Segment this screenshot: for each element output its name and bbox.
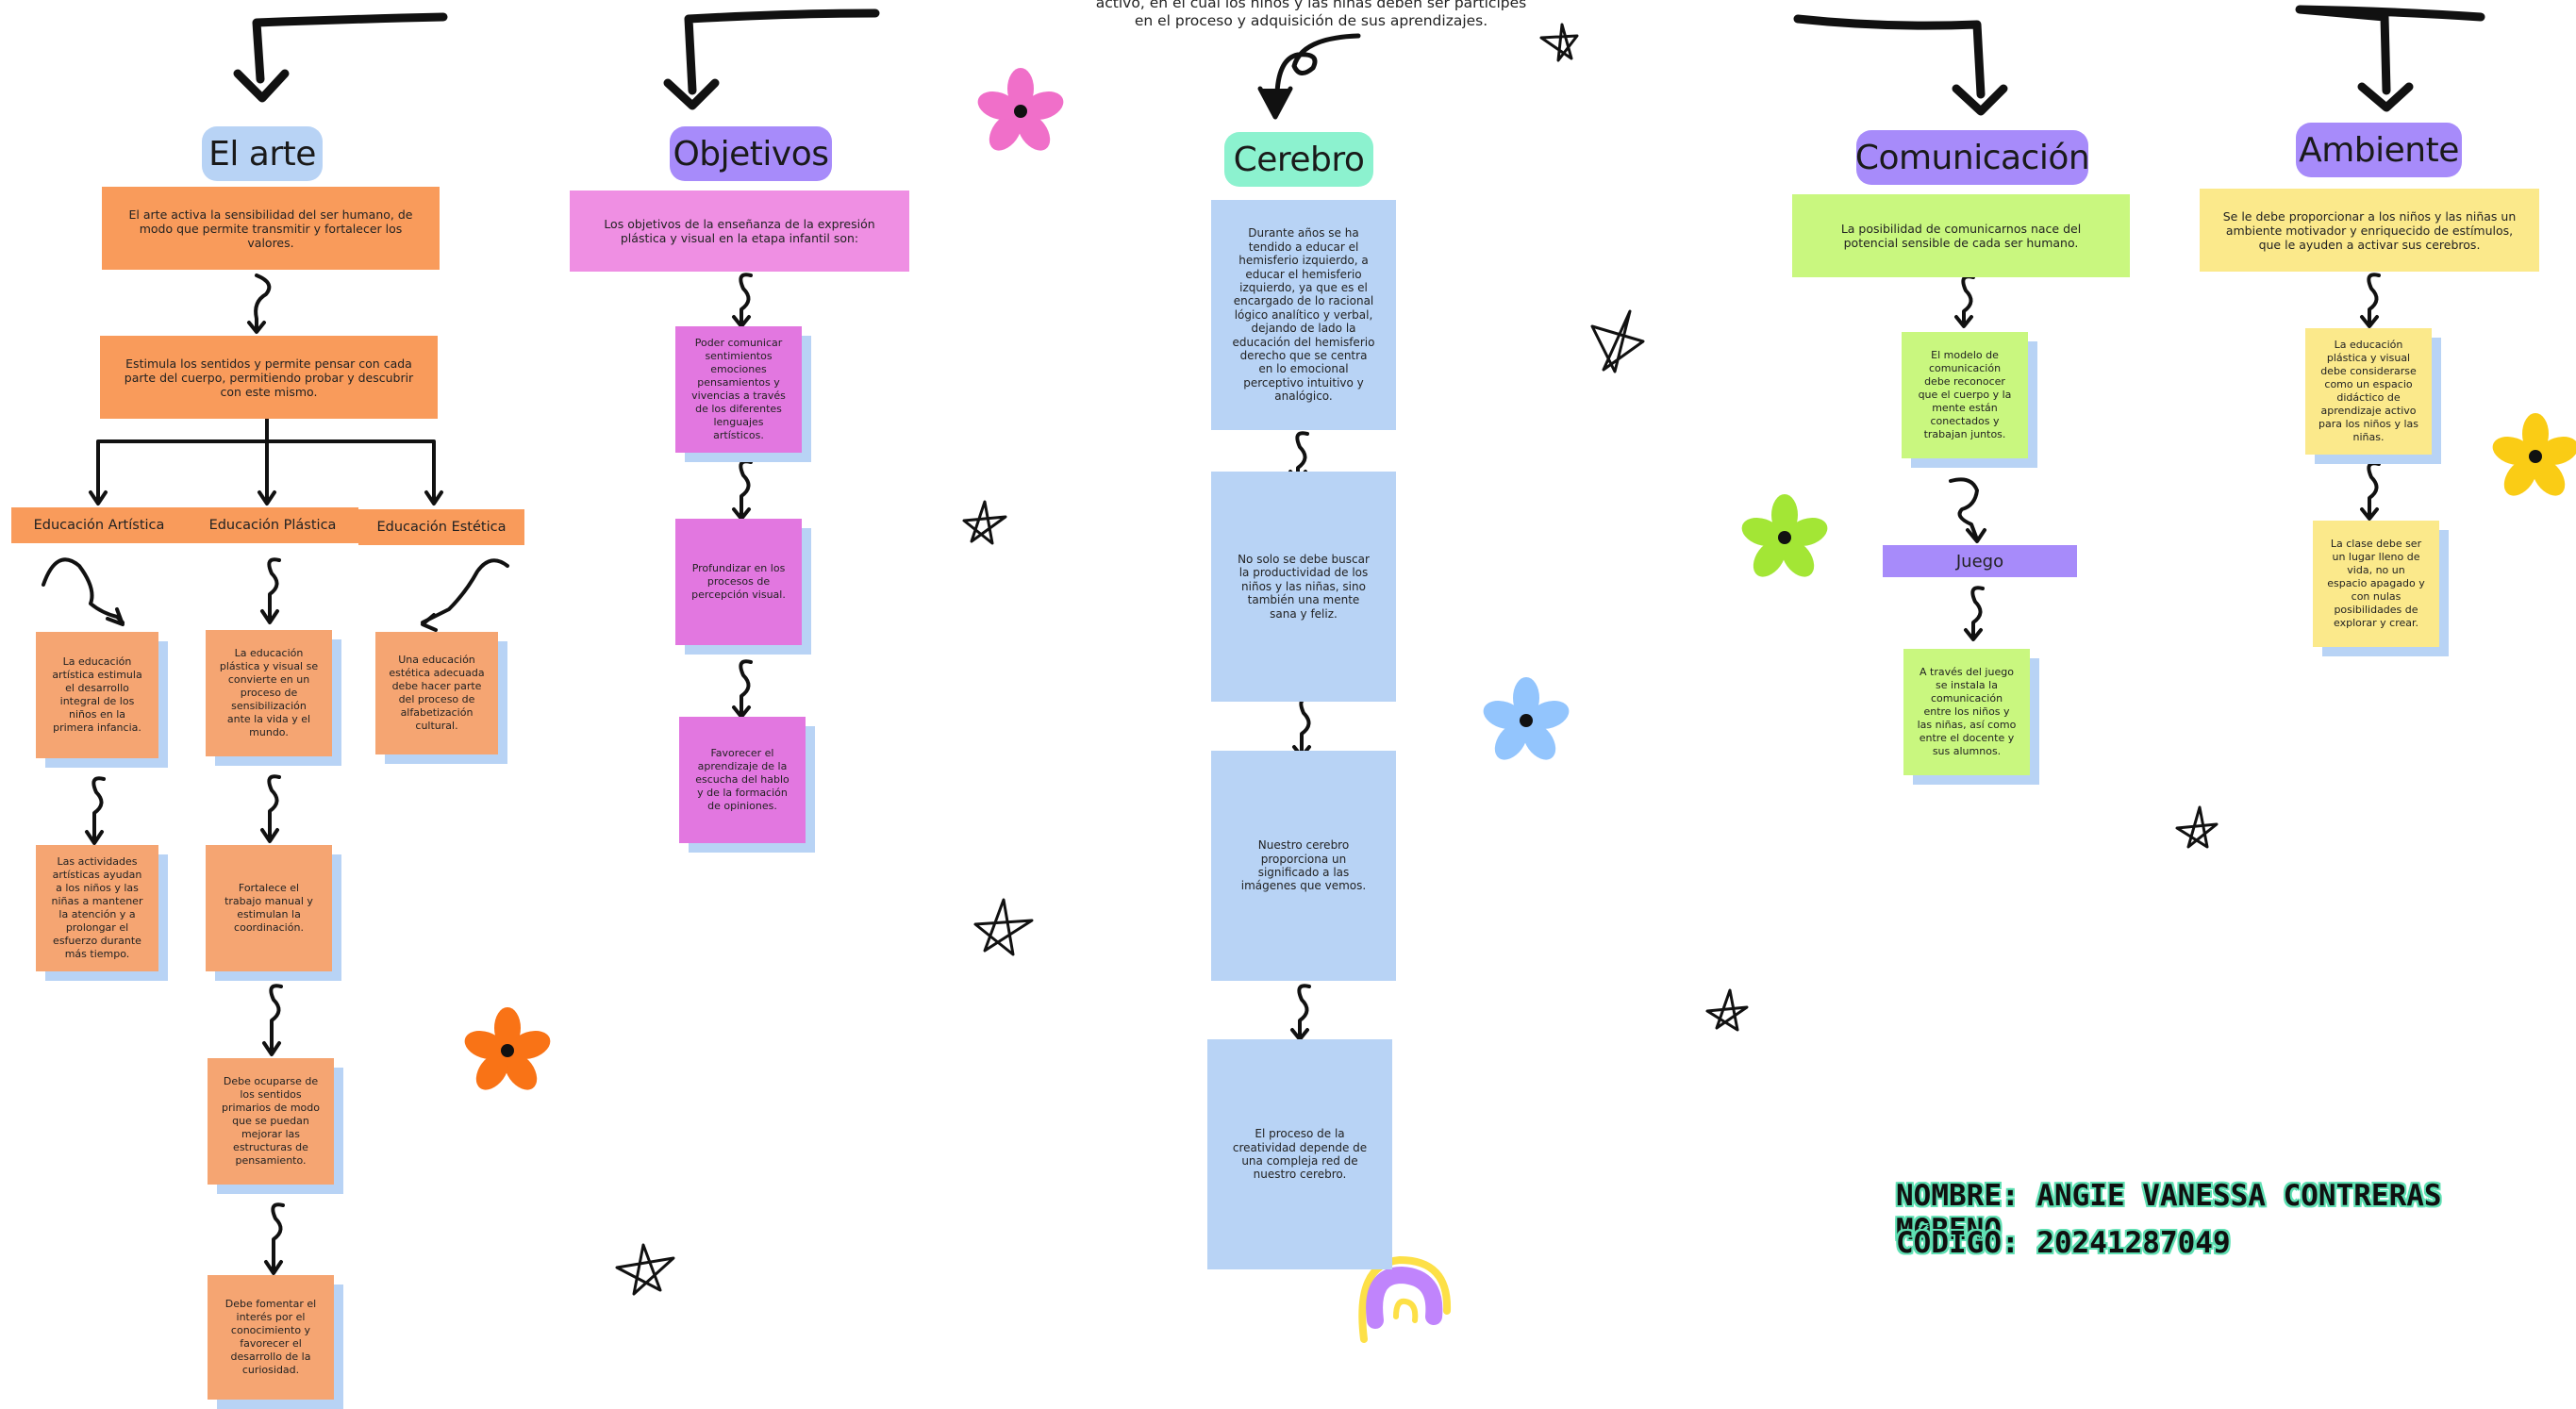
- sticky-note: Debe fomentar el interés por el conocimi…: [208, 1275, 343, 1409]
- sticky-note: La educación plástica y visual debe cons…: [2305, 328, 2441, 464]
- signature-code: CÓDIGO: 20241287049: [1896, 1226, 2231, 1260]
- cerebro-note: El proceso de la creatividad depende de …: [1207, 1039, 1392, 1269]
- flower-icon: [464, 68, 2576, 1090]
- title-el-arte: El arte: [202, 126, 323, 181]
- objetivos-banner: Los objetivos de la enseñanza de la expr…: [570, 191, 909, 272]
- cerebro-note: Nuestro cerebro proporciona un significa…: [1211, 751, 1396, 981]
- sticky-note: La educación artística estimula el desar…: [36, 632, 168, 768]
- label-juego: Juego: [1883, 545, 2077, 577]
- arte-banner-2: Estimula los sentidos y permite pensar c…: [100, 336, 438, 419]
- title-ambiente: Ambiente: [2296, 123, 2462, 177]
- sticky-note: Favorecer el aprendizaje de la escucha d…: [679, 717, 815, 853]
- hook-arrow-ambiente: [2295, 5, 2485, 112]
- sticky-note: Una educación estética adecuada debe hac…: [375, 632, 507, 764]
- sticky-note: Poder comunicar sentimientos emociones p…: [675, 326, 811, 462]
- title-comunicacion: Comunicación: [1855, 130, 2090, 185]
- branch-educacion-plastica: Educación Plástica: [187, 507, 358, 543]
- intro-text: activo, en el cual los niños y las niñas…: [1095, 0, 1527, 29]
- hook-arrow-arte: [233, 12, 448, 103]
- arte-banner-1: El arte activa la sensibilidad del ser h…: [102, 187, 440, 270]
- branch-educacion-estetica: Educación Estética: [358, 509, 524, 545]
- cerebro-note: Durante años se ha tendido a educar el h…: [1211, 200, 1396, 430]
- sticky-note: El modelo de comunicación debe reconocer…: [1902, 332, 2037, 468]
- hook-arrow-objetivos: [663, 8, 880, 110]
- sticky-note: Debe ocuparse de los sentidos primarios …: [208, 1058, 343, 1194]
- squiggle-arrows: [42, 273, 2381, 1275]
- curl-arrow-cerebro: [1257, 33, 1361, 120]
- branch-educacion-artistica: Educación Artística: [11, 507, 187, 543]
- rainbow-icon: [1358, 1255, 1452, 1343]
- signature-name: NOMBRE: ANGIE VANESSA CONTRERAS MORENO: [1896, 1179, 2442, 1247]
- sticky-note: Profundizar en los procesos de percepció…: [675, 519, 811, 655]
- star-icon: [615, 23, 2219, 1296]
- ambiente-banner: Se le debe proporcionar a los niños y la…: [2200, 189, 2539, 272]
- sticky-note: Las actividades artísticas ayudan a los …: [36, 845, 168, 981]
- hook-arrow-comunicacion: [1793, 14, 2008, 116]
- sticky-note: La clase debe ser un lugar lleno de vida…: [2313, 521, 2449, 656]
- sticky-note: A través del juego se instala la comunic…: [1903, 649, 2039, 785]
- sticky-note: Fortalece el trabajo manual y estimulan …: [206, 845, 341, 981]
- comunicacion-banner: La posibilidad de comunicarnos nace del …: [1792, 194, 2130, 277]
- sticky-note: La educación plástica y visual se convie…: [206, 630, 341, 766]
- cerebro-note: No solo se debe buscar la productividad …: [1211, 472, 1396, 702]
- title-cerebro: Cerebro: [1224, 132, 1373, 187]
- title-objetivos: Objetivos: [670, 126, 832, 181]
